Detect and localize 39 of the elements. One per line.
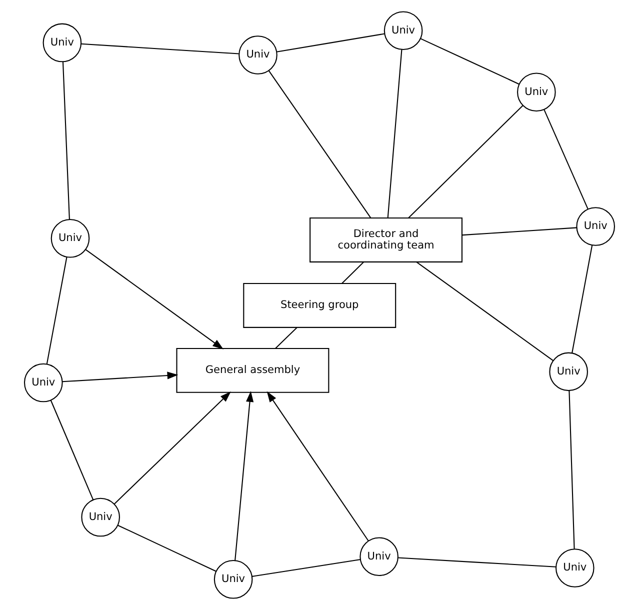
node-circle: Univ bbox=[214, 560, 253, 599]
connector bbox=[398, 557, 556, 568]
arrow bbox=[234, 391, 254, 560]
connector bbox=[544, 110, 588, 210]
node-box: Steering group bbox=[243, 282, 396, 328]
arrow bbox=[62, 372, 178, 382]
connector bbox=[387, 50, 402, 218]
node-circle: Univ bbox=[576, 207, 616, 246]
connector bbox=[572, 245, 593, 354]
node-circle: Univ bbox=[24, 363, 63, 402]
node-circle: Univ bbox=[517, 72, 556, 112]
arrow bbox=[114, 391, 231, 504]
node-circle: Univ bbox=[549, 352, 588, 392]
connector bbox=[275, 327, 298, 349]
connector bbox=[416, 262, 554, 361]
connector bbox=[46, 256, 68, 364]
connector bbox=[342, 262, 364, 284]
node-circle: Univ bbox=[81, 498, 120, 537]
connector bbox=[50, 400, 94, 500]
node-box: General assembly bbox=[176, 348, 330, 393]
node-circle: Univ bbox=[384, 11, 423, 50]
node-circle: Univ bbox=[50, 218, 90, 258]
connector bbox=[81, 43, 239, 54]
connector bbox=[118, 524, 216, 572]
connector bbox=[408, 105, 524, 218]
node-circle: Univ bbox=[238, 36, 278, 74]
node-box: Director and coordinating team bbox=[310, 218, 462, 262]
connector bbox=[276, 33, 385, 52]
arrow bbox=[266, 391, 369, 542]
arrow bbox=[85, 249, 224, 350]
node-circle: Univ bbox=[360, 537, 398, 576]
connector bbox=[568, 390, 575, 549]
connector bbox=[62, 62, 70, 220]
node-circle: Univ bbox=[42, 23, 82, 62]
connector bbox=[420, 38, 520, 85]
connector bbox=[462, 227, 577, 236]
node-circle: Univ bbox=[556, 548, 594, 588]
connector bbox=[252, 559, 360, 577]
connector bbox=[268, 70, 372, 218]
